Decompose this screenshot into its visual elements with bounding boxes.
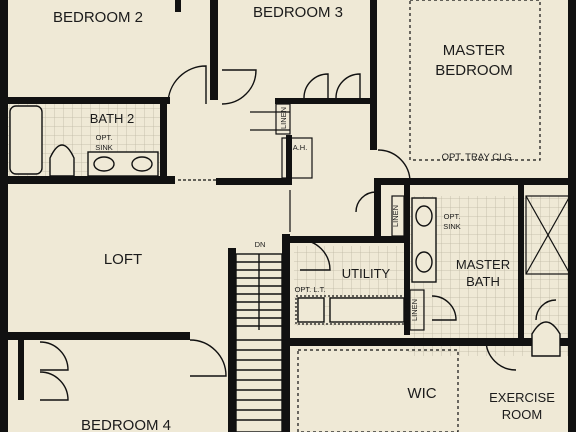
staircase xyxy=(235,253,283,432)
label-master-line2: BEDROOM xyxy=(435,62,513,79)
label-linen-low: LINEN xyxy=(410,299,419,321)
label-exercise-line1: EXERCISE xyxy=(489,390,555,405)
label-utility: UTILITY xyxy=(342,266,391,281)
label-linen-mid: LINEN xyxy=(391,205,400,227)
label-bedroom2: BEDROOM 2 xyxy=(53,9,143,26)
label-master-line1: MASTER xyxy=(443,42,506,59)
label-bedroom4: BEDROOM 4 xyxy=(81,417,171,432)
label-bath2-sink: SINK xyxy=(95,143,113,152)
label-linen-top: LINEN xyxy=(279,107,288,129)
thin-walls xyxy=(178,0,571,432)
label-loft: LOFT xyxy=(104,251,142,268)
label-opt-lt: OPT. L.T. xyxy=(295,285,326,294)
label-exercise-line2: ROOM xyxy=(502,407,542,422)
label-dn: DN xyxy=(255,240,266,249)
label-bedroom3: BEDROOM 3 xyxy=(253,4,343,21)
room-labels: BEDROOM 2 BEDROOM 3 MASTER BEDROOM OPT. … xyxy=(53,4,555,432)
label-mb-opt: OPT. xyxy=(444,212,461,221)
label-wic: WIC xyxy=(407,385,436,402)
label-mb-sink: SINK xyxy=(443,222,461,231)
label-bath2: BATH 2 xyxy=(90,111,135,126)
label-bath2-opt: OPT. xyxy=(96,133,113,142)
label-tray: OPT. TRAY CLG. xyxy=(442,152,515,163)
door-swings xyxy=(39,65,557,401)
label-master-bath-line1: MASTER xyxy=(456,257,510,272)
fixtures xyxy=(9,105,561,357)
label-master-bath-line2: BATH xyxy=(466,274,500,289)
label-ah: A.H. xyxy=(293,143,308,152)
